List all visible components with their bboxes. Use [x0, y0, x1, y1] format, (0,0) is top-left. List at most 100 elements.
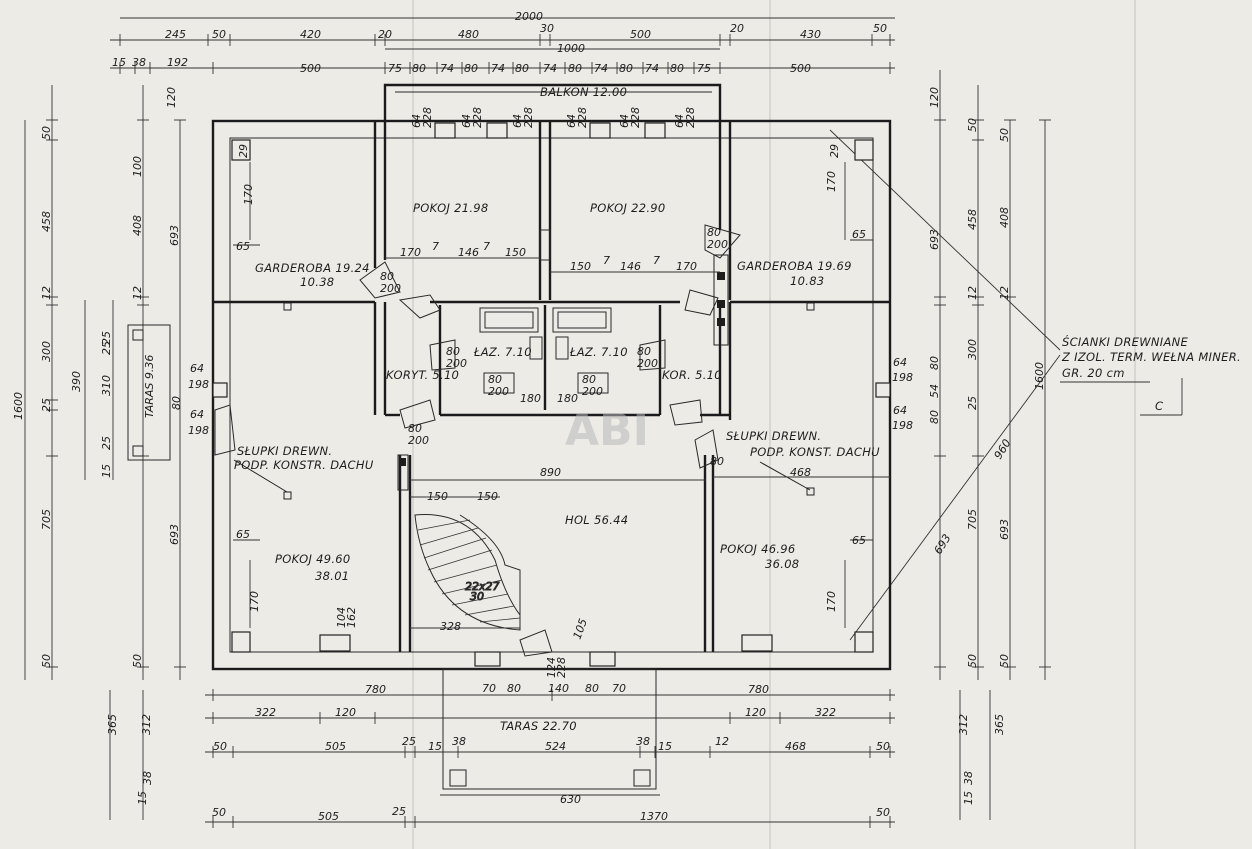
svg-text:Z IZOL. TERM. WEŁNA MINER.: Z IZOL. TERM. WEŁNA MINER.: [1061, 350, 1241, 364]
svg-text:780: 780: [365, 683, 386, 696]
svg-text:500: 500: [300, 62, 321, 75]
svg-text:705: 705: [966, 509, 979, 530]
svg-text:12: 12: [998, 286, 1011, 300]
svg-text:693: 693: [998, 519, 1011, 540]
svg-text:365: 365: [106, 714, 119, 735]
svg-text:150: 150: [427, 490, 448, 503]
doors: [214, 224, 741, 657]
svg-text:75: 75: [697, 62, 711, 75]
svg-text:228: 228: [684, 107, 697, 128]
svg-text:170: 170: [248, 591, 261, 612]
svg-text:50: 50: [966, 654, 979, 668]
svg-text:74: 74: [491, 62, 505, 75]
svg-text:312: 312: [140, 714, 153, 735]
svg-text:64: 64: [190, 362, 204, 375]
svg-text:20: 20: [730, 22, 744, 35]
svg-text:7: 7: [432, 240, 439, 253]
svg-text:12: 12: [715, 735, 729, 748]
svg-text:200: 200: [408, 434, 429, 447]
svg-text:50: 50: [998, 654, 1011, 668]
svg-text:GARDEROBA 19.24: GARDEROBA 19.24: [255, 261, 370, 275]
svg-text:64: 64: [460, 114, 473, 128]
svg-text:200: 200: [637, 357, 658, 370]
svg-text:65: 65: [852, 228, 866, 241]
svg-text:228: 228: [421, 107, 434, 128]
svg-text:74: 74: [543, 62, 557, 75]
svg-text:25: 25: [392, 805, 406, 818]
svg-text:38: 38: [132, 56, 146, 69]
svg-text:408: 408: [131, 215, 144, 236]
svg-text:2000: 2000: [515, 10, 543, 23]
svg-text:15: 15: [100, 464, 113, 478]
svg-text:POKOJ 22.90: POKOJ 22.90: [590, 201, 666, 215]
svg-text:322: 322: [815, 706, 836, 719]
svg-text:228: 228: [522, 107, 535, 128]
svg-text:105: 105: [571, 617, 590, 641]
svg-text:80: 80: [637, 345, 651, 358]
svg-text:693: 693: [928, 229, 941, 250]
svg-text:15: 15: [428, 740, 442, 753]
svg-text:64: 64: [673, 114, 686, 128]
svg-text:25: 25: [40, 398, 53, 412]
svg-text:25: 25: [100, 341, 113, 355]
svg-text:150: 150: [570, 260, 591, 273]
svg-text:80: 80: [488, 373, 502, 386]
svg-text:65: 65: [236, 528, 250, 541]
svg-text:146: 146: [458, 246, 479, 259]
svg-text:50: 50: [876, 740, 890, 753]
svg-text:780: 780: [748, 683, 769, 696]
svg-text:10.38: 10.38: [300, 275, 334, 289]
svg-text:1000: 1000: [557, 42, 585, 55]
svg-text:500: 500: [630, 28, 651, 41]
bottom-dimension-labels: 780 780 322 120 120 322 50 505 25 15 38 …: [212, 683, 890, 823]
svg-text:64: 64: [893, 356, 907, 369]
svg-text:TARAS 22.70: TARAS 22.70: [500, 719, 577, 733]
svg-text:50: 50: [213, 740, 227, 753]
svg-text:64: 64: [893, 404, 907, 417]
wooden-posts: [233, 302, 815, 500]
svg-text:80: 80: [507, 682, 521, 695]
svg-text:80: 80: [446, 345, 460, 358]
svg-text:120: 120: [335, 706, 356, 719]
svg-text:300: 300: [40, 341, 53, 362]
svg-text:170: 170: [825, 591, 838, 612]
svg-text:38: 38: [141, 771, 154, 785]
svg-text:200: 200: [380, 282, 401, 295]
room-labels: BALKON 12.00 POKOJ 21.98 POKOJ 22.90 GAR…: [143, 85, 852, 733]
diagonal-dimension-lines: 960 693: [829, 129, 1061, 641]
exterior-walls: [211, 119, 892, 671]
svg-text:170: 170: [676, 260, 697, 273]
svg-text:50: 50: [40, 654, 53, 668]
svg-text:ŚCIANKI DREWNIANE: ŚCIANKI DREWNIANE: [1062, 334, 1189, 349]
svg-text:SŁUPKI DREWN.: SŁUPKI DREWN.: [237, 444, 332, 458]
svg-text:BALKON 12.00: BALKON 12.00: [540, 85, 627, 99]
svg-text:200: 200: [582, 385, 603, 398]
svg-text:36.08: 36.08: [765, 557, 799, 571]
svg-text:120: 120: [165, 87, 178, 108]
svg-text:80: 80: [585, 682, 599, 695]
svg-text:80: 80: [670, 62, 684, 75]
svg-text:15: 15: [658, 740, 672, 753]
svg-text:80: 80: [380, 270, 394, 283]
svg-text:54: 54: [928, 384, 941, 398]
svg-text:228: 228: [576, 107, 589, 128]
svg-text:80: 80: [928, 356, 941, 370]
svg-text:30: 30: [470, 590, 484, 603]
svg-text:50: 50: [131, 654, 144, 668]
svg-text:1600: 1600: [12, 392, 25, 420]
bathroom-fixtures: [479, 229, 612, 394]
svg-text:300: 300: [966, 339, 979, 360]
svg-text:180: 180: [557, 392, 578, 405]
svg-text:150: 150: [477, 490, 498, 503]
svg-text:25: 25: [100, 436, 113, 450]
inner-dimension-lines: [385, 257, 890, 629]
svg-text:198: 198: [892, 419, 913, 432]
interior-walls: [213, 121, 890, 652]
svg-text:120: 120: [928, 87, 941, 108]
svg-text:GARDEROBA 19.69: GARDEROBA 19.69: [737, 259, 852, 273]
svg-text:170: 170: [825, 171, 838, 192]
svg-text:PODP. KONSTR. DACHU: PODP. KONSTR. DACHU: [234, 458, 374, 472]
svg-text:1370: 1370: [640, 810, 668, 823]
svg-text:150: 150: [505, 246, 526, 259]
svg-text:146: 146: [620, 260, 641, 273]
